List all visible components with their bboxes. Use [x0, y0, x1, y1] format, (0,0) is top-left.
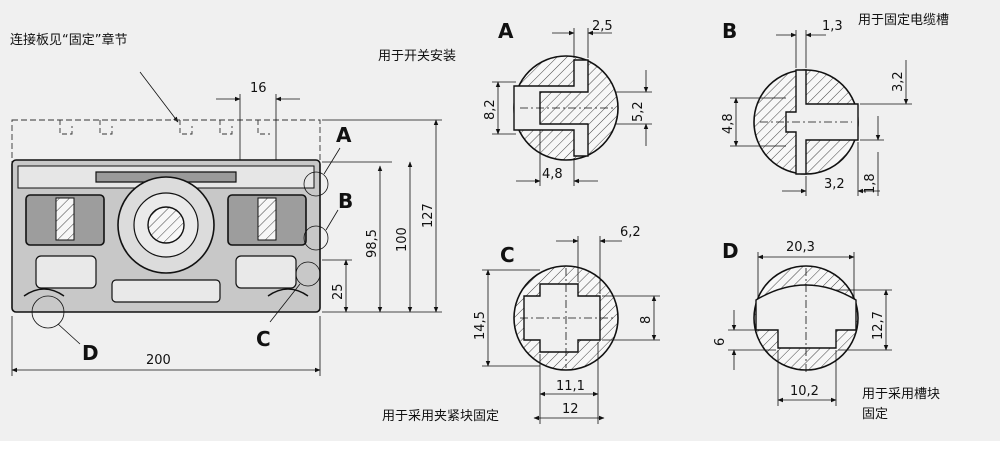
detail-b-dim-4: 3,2 [824, 177, 845, 192]
dim-width-200: 200 [146, 353, 171, 368]
detail-a-letter: A [498, 19, 514, 43]
detail-d-dim-2: 6 [713, 338, 728, 346]
main-profile-view: 连接板见“固定”章节 A B C [10, 32, 442, 376]
slot-note-1: 用于采用槽块 [862, 387, 940, 402]
dim-top-16: 16 [250, 81, 267, 96]
detail-b-dim-3: 4,8 [721, 113, 736, 134]
callout-circle-b [303, 225, 329, 251]
detail-a-dim-3: 5,2 [631, 101, 646, 122]
detail-b-dim-2: 3,2 [891, 71, 906, 92]
dim-127: 127 [421, 203, 436, 228]
detail-b: 用于固定电缆槽 B 1,3 3,2 4,8 3,2 1,8 [721, 12, 949, 196]
callout-circle-c [295, 261, 321, 287]
cable-note: 用于固定电缆槽 [858, 12, 949, 28]
detail-d: D 20,3 6 12,7 10,2 用于采用槽块 固定 [713, 239, 940, 422]
detail-c-letter: C [500, 243, 515, 267]
detail-c-slot [523, 283, 601, 353]
detail-c-dim-5: 12 [562, 402, 579, 417]
callout-label-a: A [336, 123, 352, 147]
detail-c-dim-2: 14,5 [473, 311, 488, 340]
detail-b-slot [785, 69, 859, 175]
footer-band [0, 441, 1000, 463]
detail-d-letter: D [722, 239, 739, 263]
detail-c: C 6,2 14,5 8 11,1 12 用于采用夹紧块固定 [382, 225, 660, 424]
left-bolt [55, 197, 75, 241]
detail-c-dim-4: 11,1 [556, 379, 585, 394]
detail-d-dim-3: 12,7 [871, 311, 886, 340]
callout-label-d: D [82, 341, 99, 365]
detail-a-dim-2: 8,2 [483, 99, 498, 120]
drive-shaft [147, 206, 185, 244]
dim-100: 100 [395, 227, 410, 252]
connector-note: 连接板见“固定”章节 [10, 32, 127, 48]
callout-label-b: B [338, 189, 353, 213]
detail-c-dim-3: 8 [639, 316, 654, 324]
connector-leader [139, 71, 179, 123]
detail-b-dim-1: 1,3 [822, 19, 843, 34]
switch-note: 用于开关安装 [378, 49, 456, 64]
dim-98-5: 98,5 [365, 229, 380, 258]
detail-d-dim-4: 10,2 [790, 384, 819, 399]
right-bolt [257, 197, 277, 241]
detail-a: 用于开关安装 A 2,5 8,2 5,2 4,8 [378, 19, 652, 186]
detail-a-slot [513, 59, 589, 157]
clamp-note: 用于采用夹紧块固定 [382, 409, 499, 424]
connection-plate-outline [11, 119, 321, 165]
callout-label-c: C [256, 327, 271, 351]
detail-c-dim-1: 6,2 [620, 225, 641, 240]
detail-b-dim-5: 1,8 [863, 173, 878, 194]
dim-25: 25 [331, 283, 346, 300]
detail-d-dim-1: 20,3 [786, 240, 815, 255]
detail-a-dim-4: 4,8 [542, 167, 563, 182]
technical-drawing: 连接板见“固定”章节 A B C [10, 12, 949, 424]
slot-note-2: 固定 [862, 407, 888, 422]
detail-a-dim-1: 2,5 [592, 19, 613, 34]
callout-circle-a [303, 171, 329, 197]
callout-circle-d [31, 295, 65, 329]
detail-b-letter: B [722, 19, 737, 43]
